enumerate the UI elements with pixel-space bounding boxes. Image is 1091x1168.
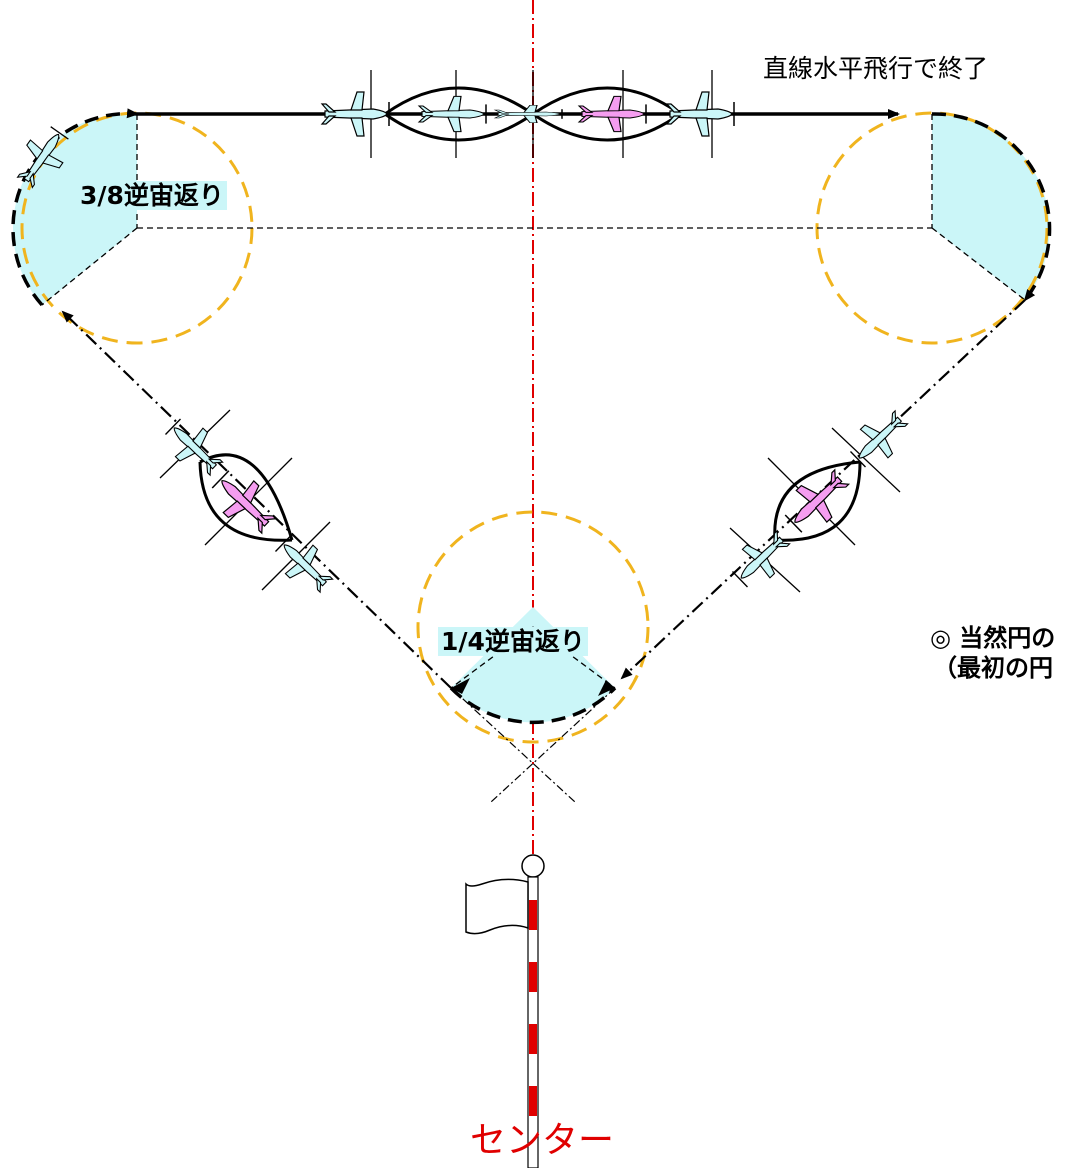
plane-icon-top-1 xyxy=(321,91,390,137)
label-quarter-loop: 1/4逆宙返り xyxy=(438,627,588,656)
label-three-eighths-loop: 3/8逆宙返り xyxy=(77,181,227,210)
right-note-line1: ◎ 当然円の xyxy=(930,624,1056,652)
roll-envelope-left xyxy=(198,453,294,542)
loop-sector-top-right xyxy=(932,113,1050,300)
plane-icon-right-diag-2 xyxy=(777,460,858,541)
plane-icon-top-4 xyxy=(578,95,647,133)
end-note: 直線水平飛行で終了 xyxy=(763,54,989,83)
plane-icon-top-2 xyxy=(418,95,487,133)
extension-lines xyxy=(450,687,616,803)
center-label: センター xyxy=(470,1120,615,1161)
roll-envelope-right xyxy=(773,460,862,542)
roll-tick-marks xyxy=(159,70,901,593)
plane-icon-left-diag-1 xyxy=(158,411,231,484)
plane-icon-left-diag-2 xyxy=(204,462,285,543)
flight-path-diagonals xyxy=(61,299,1026,689)
flag-icon xyxy=(465,878,529,935)
right-note-line2: （最初の円 xyxy=(933,654,1053,682)
loop-sector-bottom xyxy=(451,607,615,723)
center-pole xyxy=(521,854,545,1168)
guide-circle-bottom xyxy=(416,510,650,744)
plane-icon-top-5 xyxy=(666,91,735,137)
plane-icon-top-3 xyxy=(494,104,563,124)
